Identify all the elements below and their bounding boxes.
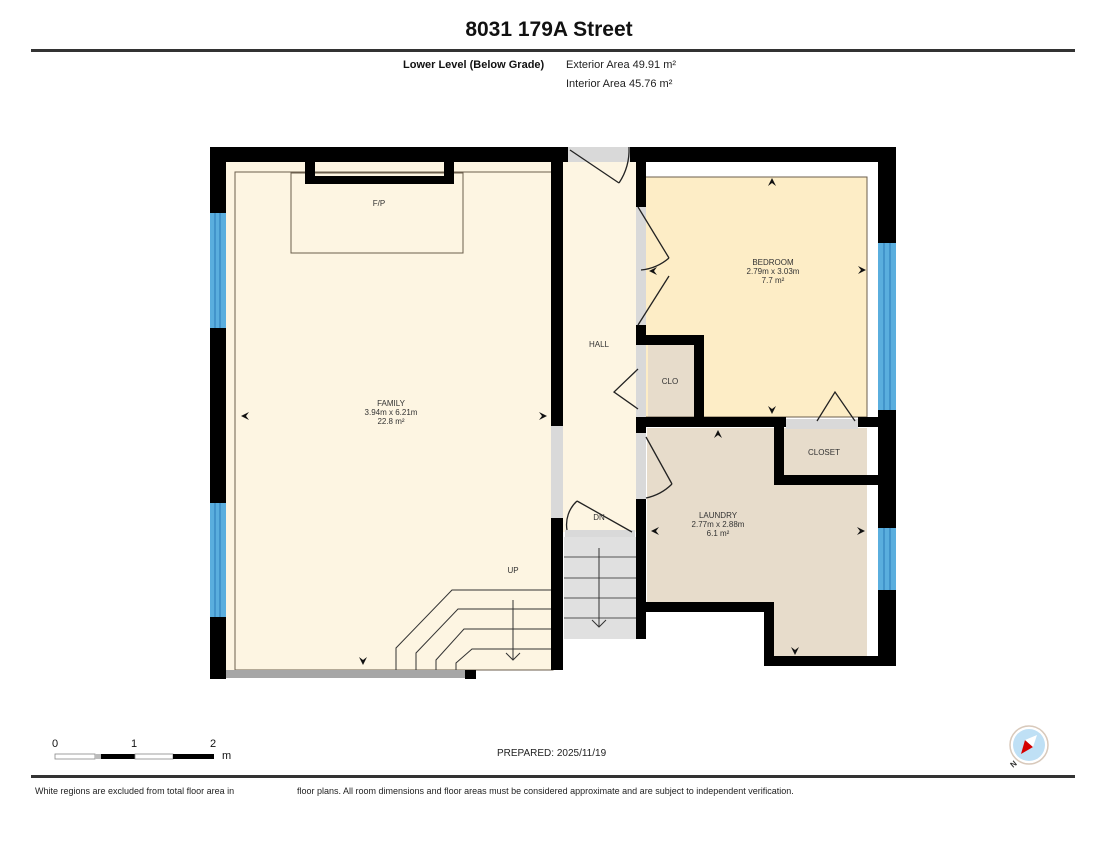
stairs-down: [564, 537, 637, 639]
header-divider: [31, 49, 1075, 52]
closet-room: [781, 428, 867, 478]
footer-note-left: White regions are excluded from total fl…: [35, 786, 235, 796]
entry-door-opening[interactable]: [568, 147, 630, 162]
window-right-lower: [878, 528, 896, 590]
clo-label: CLO: [662, 377, 678, 386]
bedroom-dims: 2.79m x 3.03m: [747, 267, 800, 276]
hall-area: [563, 162, 638, 532]
family-dims: 3.94m x 6.21m: [365, 408, 418, 417]
footer-note-right: floor plans. All room dimensions and flo…: [297, 786, 794, 796]
window-left-upper: [210, 213, 226, 328]
prepared-date: PREPARED: 2025/11/19: [497, 748, 607, 759]
laundry-area: 6.1 m²: [707, 529, 730, 538]
laundry-room: [647, 428, 867, 658]
stairs-down-label: DN: [593, 513, 605, 522]
scale-tick-0: 0: [52, 738, 59, 750]
scale-tick-1: 1: [131, 738, 138, 750]
stairs-up: [395, 589, 552, 670]
stairs-up-label: UP: [507, 566, 518, 575]
closet-label: CLOSET: [808, 448, 840, 457]
exterior-area: Exterior Area 49.91 m²: [566, 59, 677, 71]
bedroom-label: BEDROOM: [752, 258, 794, 267]
fireplace-label: F/P: [373, 199, 385, 208]
compass-north-label: N: [1009, 759, 1019, 770]
walls: [210, 147, 896, 679]
footer-divider: [31, 775, 1075, 778]
fireplace-hearth: [290, 172, 464, 254]
interior-area: Interior Area 45.76 m²: [566, 78, 673, 90]
windows: [210, 213, 896, 617]
floor-level-label: Lower Level (Below Grade): [403, 59, 545, 71]
scale-unit: m: [222, 750, 232, 762]
family-label: FAMILY: [377, 399, 406, 408]
laundry-label: LAUNDRY: [699, 511, 738, 520]
window-right-upper: [878, 243, 896, 410]
family-room: [226, 162, 553, 670]
window-left-lower: [210, 503, 226, 617]
family-area: 22.8 m²: [377, 417, 404, 426]
clo-room: [648, 345, 694, 417]
hall-label: HALL: [589, 340, 610, 349]
scale-tick-2: 2: [210, 738, 217, 750]
property-title: 8031 179A Street: [465, 18, 633, 41]
laundry-dims: 2.77m x 2.88m: [692, 520, 745, 529]
compass-icon: [1009, 725, 1049, 765]
scale-bar: [54, 753, 214, 760]
bedroom-area: 7.7 m²: [762, 276, 785, 285]
